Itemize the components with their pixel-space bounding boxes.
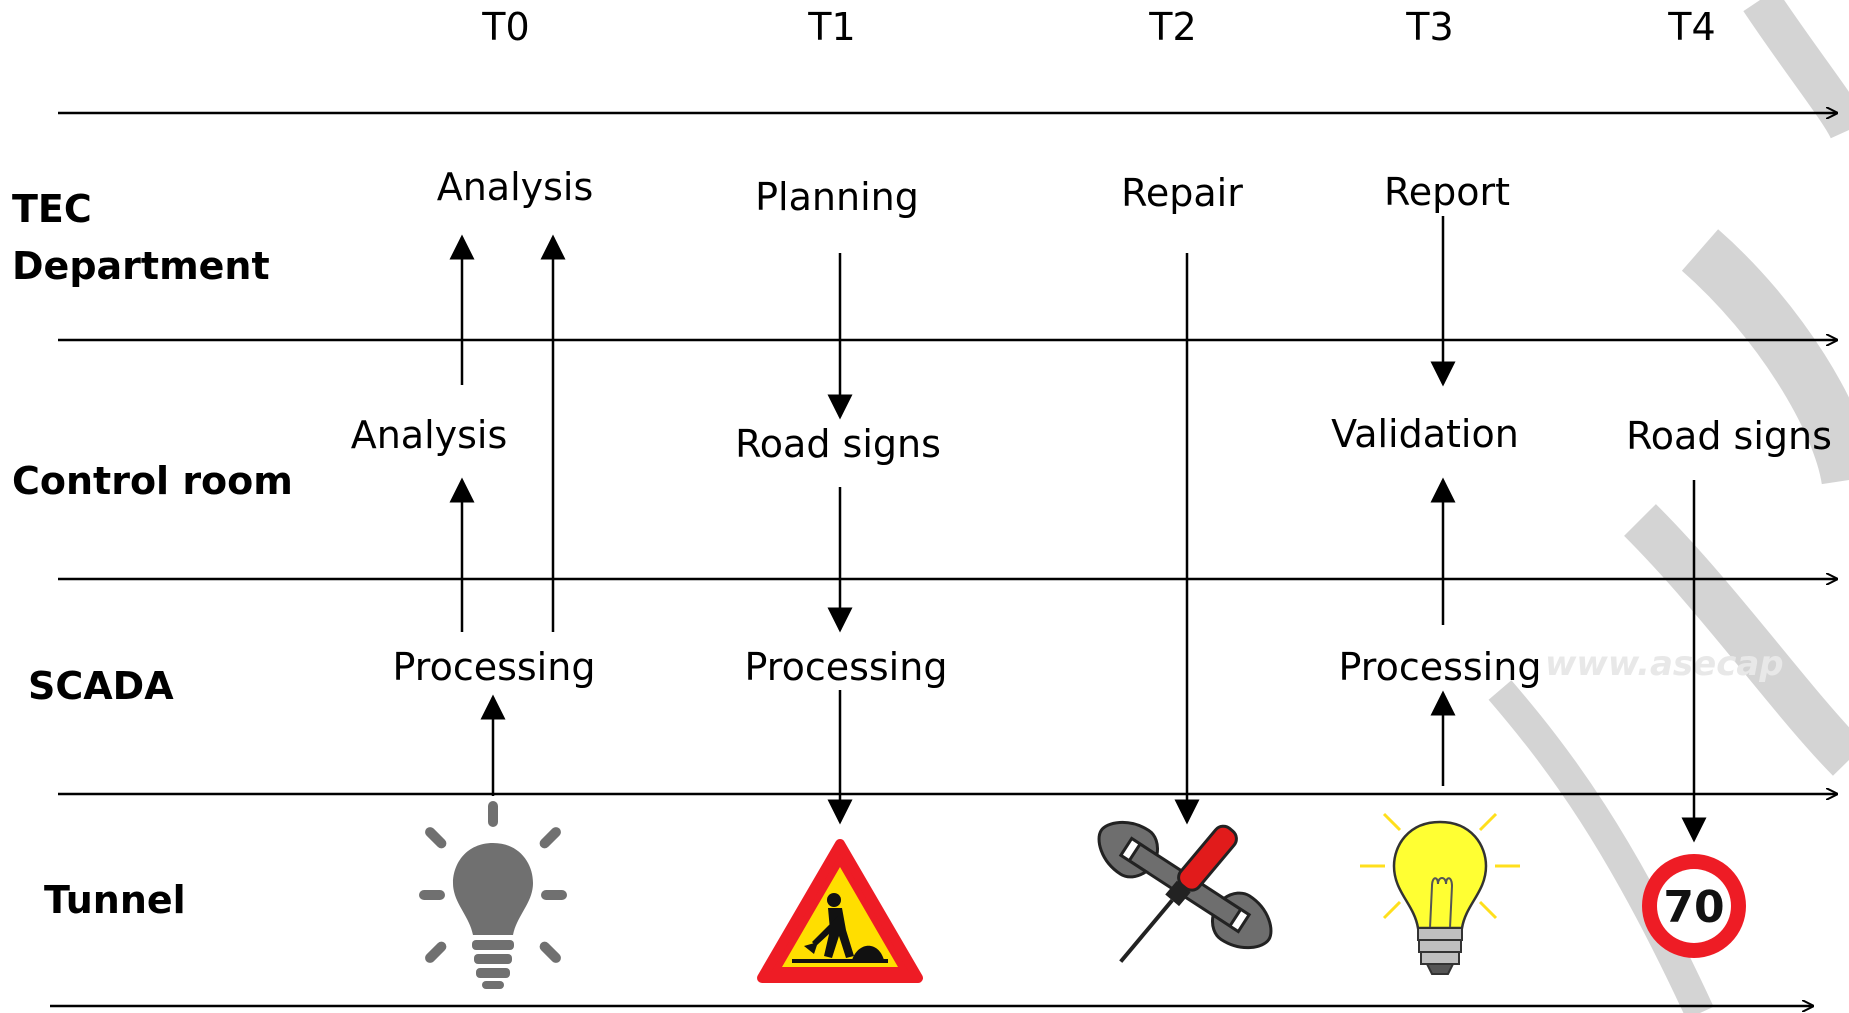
time-label-t1: T1 — [807, 5, 855, 49]
tools-icon — [1097, 820, 1273, 963]
time-label-t2: T2 — [1148, 5, 1196, 49]
node-control-road-signs-t4: Road signs — [1626, 414, 1832, 458]
node-repair: Repair — [1121, 171, 1243, 215]
lane-label-control-room: Control room — [12, 459, 293, 503]
node-control-analysis: Analysis — [351, 413, 508, 457]
roadworks-sign-icon — [757, 839, 923, 983]
node-scada-processing-t3: Processing — [1339, 645, 1542, 689]
lane-label-tec: TEC — [12, 187, 92, 231]
lane-label-tunnel: Tunnel — [44, 878, 186, 922]
node-planning: Planning — [755, 175, 919, 219]
node-scada-processing-t0: Processing — [393, 645, 596, 689]
node-tec-analysis: Analysis — [437, 165, 594, 209]
connector-arrows — [449, 216, 1707, 843]
process-nodes: Analysis Planning Repair Report Analysis… — [351, 165, 1832, 689]
time-label-t4: T4 — [1667, 5, 1715, 49]
watermark-text: www.asecap — [1545, 644, 1784, 684]
time-label-t0: T0 — [481, 5, 529, 49]
node-scada-processing-t1: Processing — [745, 645, 948, 689]
time-label-t3: T3 — [1405, 5, 1453, 49]
node-report: Report — [1384, 170, 1510, 214]
lane-label-department: Department — [12, 244, 270, 288]
node-validation: Validation — [1331, 412, 1519, 456]
lane-label-scada: SCADA — [28, 664, 174, 708]
lane-labels: TEC Department Control room SCADA Tunnel — [12, 187, 293, 922]
node-control-road-signs: Road signs — [735, 422, 941, 466]
lightbulb-on-icon — [1360, 812, 1520, 975]
speed-limit-70-icon: 70 — [1642, 854, 1746, 958]
lightbulb-off-icon — [419, 801, 567, 989]
lane-axes — [50, 113, 1837, 1006]
speed-limit-value: 70 — [1663, 882, 1724, 933]
time-labels: T0 T1 T2 T3 T4 — [481, 5, 1715, 49]
